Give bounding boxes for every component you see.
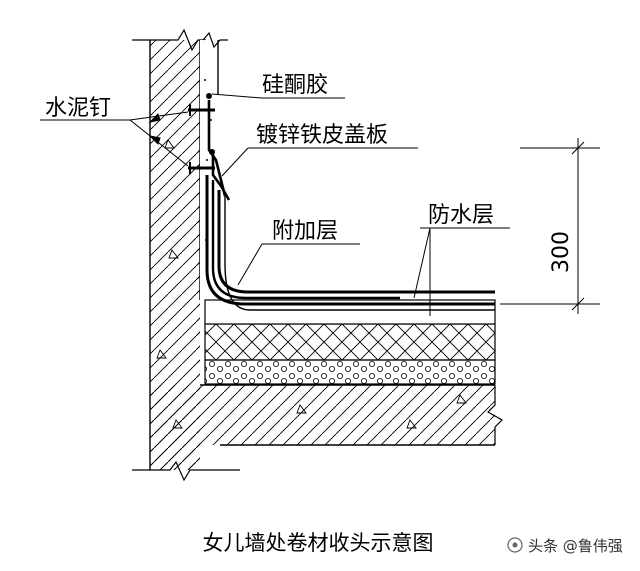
dimension-label: 300	[549, 231, 574, 273]
label-additional-layer: 附加层	[272, 219, 338, 244]
silicone-sealant	[206, 93, 215, 155]
waterproof-membranes	[205, 175, 495, 311]
label-cement-nail: 水泥钉	[45, 96, 111, 121]
label-silicone: 硅酮胶	[262, 73, 328, 98]
dimension-300	[500, 138, 600, 314]
cement-nails	[188, 104, 215, 174]
gravel-layer	[204, 359, 496, 385]
leader-lines	[40, 93, 510, 316]
cover-plate	[207, 100, 231, 201]
insulation-layer	[204, 323, 496, 361]
label-cover-plate: 镀锌铁皮盖板	[256, 123, 388, 148]
roof-slab	[150, 384, 503, 470]
label-waterproof-layer: 防水层	[428, 203, 494, 228]
figure-caption: 女儿墙处卷材收头示意图	[203, 531, 434, 555]
watermark-text: 头条 @鲁伟强	[528, 537, 623, 555]
watermark: 头条 @鲁伟强	[507, 537, 623, 555]
